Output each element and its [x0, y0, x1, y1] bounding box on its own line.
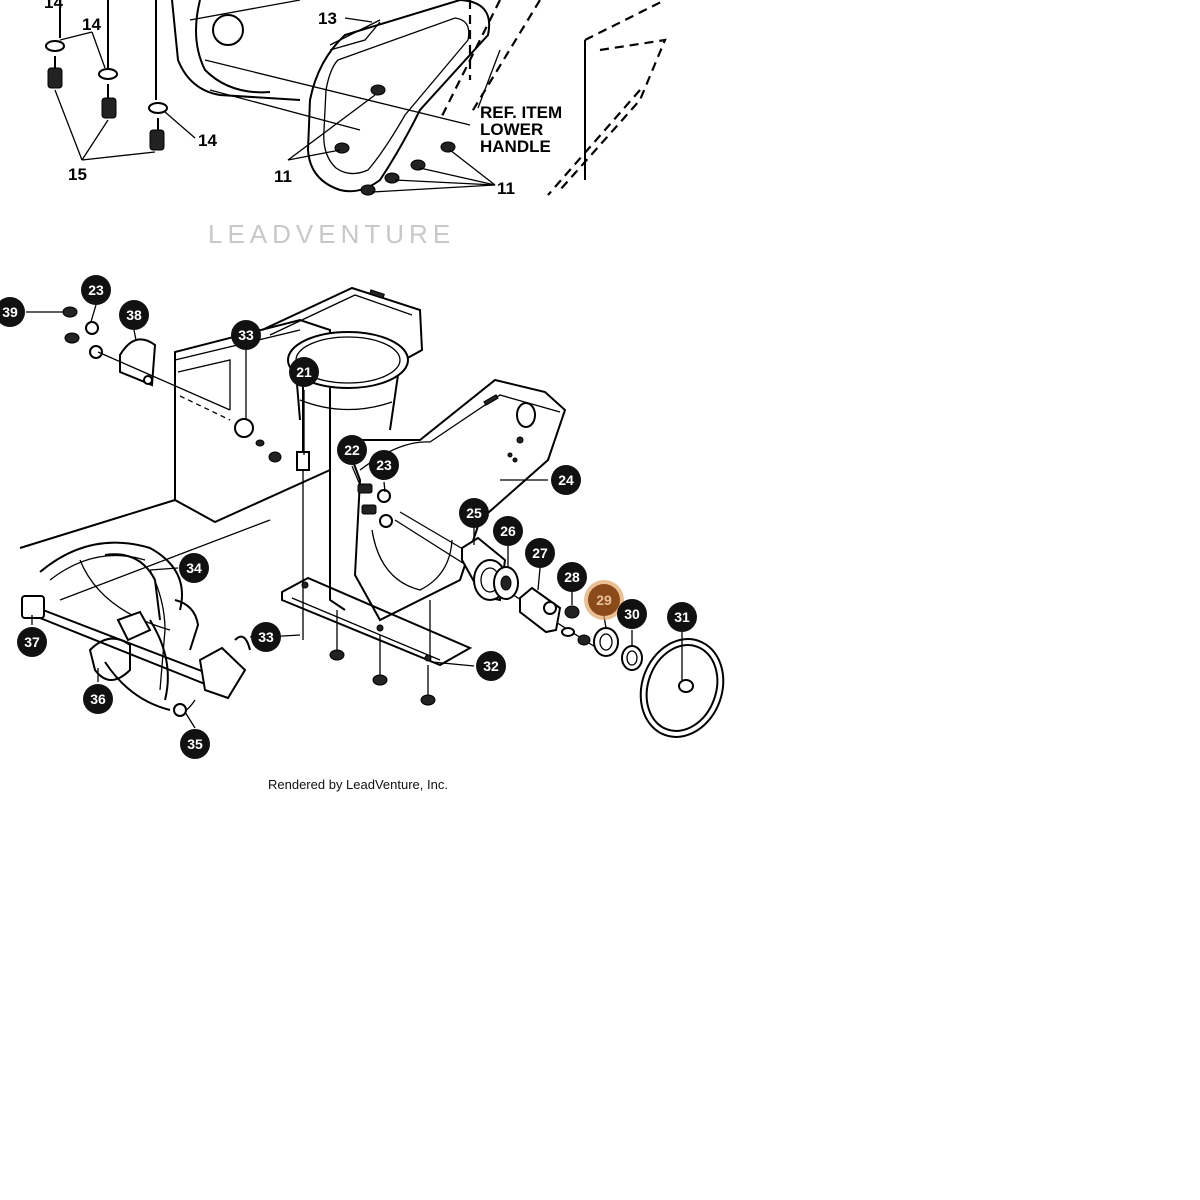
badge-29-highlighted[interactable]: 29 — [584, 580, 624, 620]
badge-26[interactable]: 26 — [493, 516, 523, 546]
callout-badges: 39 23 38 33 21 22 23 24 25 26 27 28 29 3… — [0, 275, 697, 759]
badge-28[interactable]: 28 — [557, 562, 587, 592]
svg-text:34: 34 — [186, 560, 202, 576]
badge-31[interactable]: 31 — [667, 602, 697, 632]
lower-assembly — [19, 286, 725, 738]
svg-text:35: 35 — [187, 736, 203, 752]
svg-text:28: 28 — [564, 569, 580, 585]
render-credit: Rendered by LeadVenture, Inc. — [268, 777, 448, 792]
badge-38[interactable]: 38 — [119, 300, 149, 330]
badge-23a[interactable]: 23 — [81, 275, 111, 305]
callout-14a: 14 — [82, 15, 101, 34]
callout-13: 13 — [318, 9, 337, 28]
svg-text:32: 32 — [483, 658, 499, 674]
svg-text:29: 29 — [596, 592, 612, 608]
badge-33b[interactable]: 33 — [251, 622, 281, 652]
badge-24[interactable]: 24 — [551, 465, 581, 495]
badge-36[interactable]: 36 — [83, 684, 113, 714]
badge-30[interactable]: 30 — [617, 599, 647, 629]
svg-text:36: 36 — [90, 691, 106, 707]
callout-15: 15 — [68, 165, 87, 184]
svg-text:27: 27 — [532, 545, 548, 561]
svg-text:22: 22 — [344, 442, 360, 458]
badge-22[interactable]: 22 — [337, 435, 367, 465]
svg-text:37: 37 — [24, 634, 40, 650]
svg-text:23: 23 — [376, 457, 392, 473]
svg-text:39: 39 — [2, 304, 18, 320]
callout-11a: 11 — [274, 167, 292, 186]
svg-text:30: 30 — [624, 606, 640, 622]
badge-32[interactable]: 32 — [476, 651, 506, 681]
reference-note-line1: REF. ITEM — [480, 103, 562, 122]
watermark-text: LEADVENTURE — [208, 219, 455, 249]
svg-text:33: 33 — [258, 629, 274, 645]
badge-35[interactable]: 35 — [180, 729, 210, 759]
badge-39[interactable]: 39 — [0, 297, 25, 327]
svg-text:33: 33 — [238, 327, 254, 343]
svg-text:23: 23 — [88, 282, 104, 298]
callout-14b: 14 — [198, 131, 217, 150]
badge-23b[interactable]: 23 — [369, 450, 399, 480]
badge-34[interactable]: 34 — [179, 553, 209, 583]
upper-assembly — [45, 0, 667, 196]
svg-text:24: 24 — [558, 472, 574, 488]
badge-21[interactable]: 21 — [289, 357, 319, 387]
svg-text:26: 26 — [500, 523, 516, 539]
reference-note-line2: LOWER — [480, 120, 543, 139]
callout-11b: 11 — [497, 179, 515, 198]
badge-37[interactable]: 37 — [17, 627, 47, 657]
badge-27[interactable]: 27 — [525, 538, 555, 568]
svg-text:25: 25 — [466, 505, 482, 521]
badge-33a[interactable]: 33 — [231, 320, 261, 350]
reference-note-line3: HANDLE — [480, 137, 551, 156]
svg-text:21: 21 — [296, 364, 312, 380]
callout-14c: 14 — [44, 0, 63, 12]
badge-25[interactable]: 25 — [459, 498, 489, 528]
svg-text:38: 38 — [126, 307, 142, 323]
svg-text:31: 31 — [674, 609, 690, 625]
